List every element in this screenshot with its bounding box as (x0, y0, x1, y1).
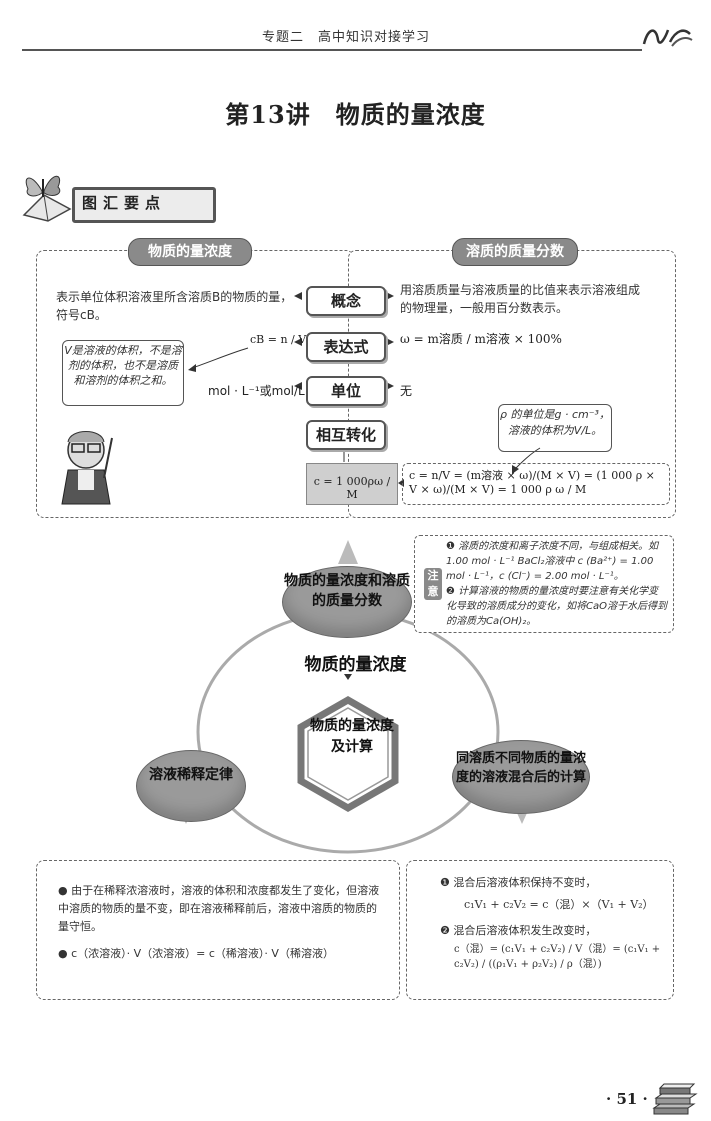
node-molarity-and-mass-fraction: 物质的量浓度和溶质的质量分数 (282, 566, 412, 638)
page-number: · 51 · (606, 1090, 648, 1108)
caution-note-2: ❷ 计算溶液的物质的量浓度时要注意有关化学变化导致的溶质成分的变化，如将CaO溶… (446, 586, 667, 627)
hexagon-center-label: 物质的量浓度及计算 (310, 718, 394, 755)
badge-board (72, 187, 216, 223)
node-mixing-calculation: 同溶质不同物质的量浓度的溶液混合后的计算 (452, 740, 590, 814)
conversion-chain-box: c = n/V = (m溶液 × ω)/(M × V) = (1 000 ρ ×… (402, 463, 670, 505)
lecture-title: 第13讲 物质的量浓度 (225, 100, 486, 129)
note-density: ρ 的单位是g · cm⁻³，溶液的体积为V/L。 (498, 404, 612, 452)
panel-connectors (61, 292, 541, 505)
box-unit: 单位 (306, 376, 386, 406)
teacher-icon (61, 431, 113, 505)
conversion-chain: c = n/V = (m溶液 × ω)/(M × V) = (1 000 ρ ×… (409, 469, 655, 496)
cycle-title: 物质的量浓度 (304, 655, 407, 675)
definition-mass-fraction: 用溶质质量与溶液质量的比值来表示溶液组成的物理量，一般用百分数表示。 (400, 283, 641, 315)
caution-badge: 注意 (424, 568, 442, 600)
expression-mass-fraction: ω = m溶质 / m溶液 × 100% (400, 332, 562, 346)
section-badge: 图汇要点 (18, 165, 216, 223)
caution-note-1: ❶ 溶质的浓度和离子浓度不同，与组成相关。如1.00 mol · L⁻¹ BaC… (446, 541, 659, 582)
dilution-formula: ● c（浓溶液）· V（浓溶液）= c（稀溶液）· V（稀溶液） (58, 947, 334, 960)
running-header: 专题二 高中知识对接学习 (0, 20, 711, 51)
unit-mass-fraction: 无 (400, 384, 413, 398)
tag-molarity: 物质的量浓度 (128, 238, 252, 266)
books-stack-icon (652, 1083, 698, 1115)
unit-molarity: mol · L⁻¹或mol/L (208, 384, 305, 398)
box-expression: 表达式 (306, 332, 386, 362)
mixing-case-2: ❷ 混合后溶液体积发生改变时， (440, 924, 597, 937)
dilution-explanation: ● 由于在稀释浓溶液时，溶液的体积和浓度都发生了变化，但溶液中溶质的物质的量不变… (58, 884, 380, 933)
note-volume: V是溶液的体积，不是溶剂的体积，也不是溶质和溶剂的体积之和。 (62, 340, 184, 406)
box-conversion: 相互转化 (306, 420, 386, 450)
caution-notes: ❶ 溶质的浓度和离子浓度不同，与组成相关。如1.00 mol · L⁻¹ BaC… (446, 539, 668, 629)
conversion-formula: c = 1 000ρω / M (313, 475, 391, 501)
definition-molarity: 表示单位体积溶液里所含溶质B的物质的量，符号cB。 (56, 290, 293, 322)
mixing-case-1-formula: c₁V₁ + c₂V₂ = c（混）×（V₁ + V₂） (464, 898, 654, 911)
badge-label: 图汇要点 (82, 194, 167, 212)
dilution-panel (36, 860, 400, 1000)
box-concept: 概念 (306, 286, 386, 316)
header-rule (22, 49, 642, 51)
node-dilution-law: 溶液稀释定律 (136, 750, 246, 822)
running-title: 专题二 高中知识对接学习 (262, 30, 431, 45)
expression-molarity: cB = n / V (250, 333, 307, 346)
mixing-case-1: ❶ 混合后溶液体积保持不变时， (440, 876, 597, 889)
caution-notes-panel (414, 535, 674, 633)
conversion-formula-box: c = 1 000ρω / M (306, 463, 398, 505)
tag-mass-fraction: 溶质的质量分数 (452, 238, 578, 266)
mixing-panel (406, 860, 674, 1000)
wave-logo-icon (642, 29, 693, 47)
mixing-case-2-formula: c（混）= (c₁V₁ + c₂V₂) / V（混）= (c₁V₁ + c₂V₂… (454, 944, 661, 970)
butterfly-book-icon (22, 175, 72, 222)
